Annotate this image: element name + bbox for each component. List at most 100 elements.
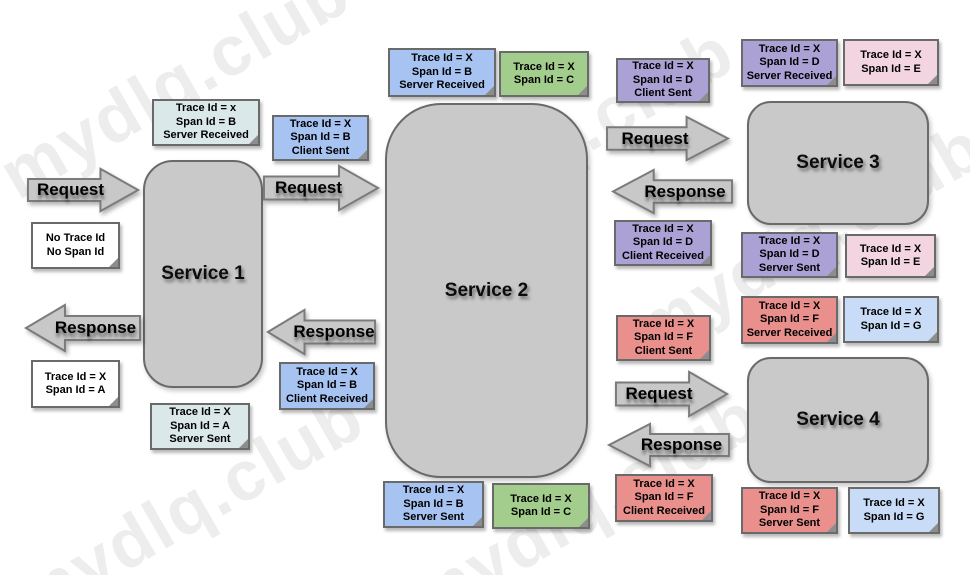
note-line: Span Id = F bbox=[760, 503, 819, 516]
note-line: Server Received bbox=[399, 79, 485, 92]
right-arrow-shape bbox=[615, 370, 729, 418]
note-line: Span Id = E bbox=[861, 62, 921, 75]
note-line: Trace Id = X bbox=[758, 234, 821, 247]
note-s4-server-sent: Trace Id = X Span Id = F Server Sent bbox=[741, 487, 838, 534]
note-line: Client Received bbox=[623, 504, 705, 517]
arrow-label: Request bbox=[36, 180, 105, 199]
note-line: Span Id = A bbox=[45, 384, 106, 396]
note-line: Client Sent bbox=[634, 344, 693, 357]
note-s4-span-g-bottom: Trace Id = X Span Id = G bbox=[848, 487, 940, 534]
note-line: Server Received bbox=[163, 129, 249, 142]
note-s4-server-received: Trace Id = X Span Id = F Server Received bbox=[741, 296, 838, 344]
note-line: Trace Id = X bbox=[632, 60, 694, 73]
note-line: Trace Id = X bbox=[633, 477, 695, 490]
arrow-label: Response bbox=[293, 322, 375, 341]
note-line: Client Sent bbox=[634, 87, 692, 100]
note-line: Trace Id = X bbox=[860, 49, 922, 61]
note-line: Span Id = C bbox=[513, 74, 575, 86]
arrow-label: Request bbox=[625, 384, 693, 403]
left-arrow-shape bbox=[607, 422, 730, 468]
note-s3-server-sent: Trace Id = X Span Id = D Server Sent bbox=[741, 232, 838, 278]
note-s2-client-sent-d: Trace Id = X Span Id = D Client Sent bbox=[616, 58, 710, 103]
note-s1-client-received: Trace Id = X Span Id = B Client Received bbox=[279, 362, 375, 410]
note-s3-span-e-top: Trace Id = X Span Id = E bbox=[843, 39, 939, 86]
arrow-request-s2-to-s4: Request bbox=[615, 370, 729, 418]
note-s3-server-received: Trace Id = X Span Id = D Server Received bbox=[741, 39, 838, 87]
note-line: Server Sent bbox=[402, 511, 465, 524]
note-s1-client-sent: Trace Id = X Span Id = B Client Sent bbox=[272, 115, 369, 161]
note-s2-client-received-d: Trace Id = X Span Id = D Client Received bbox=[614, 220, 712, 266]
note-line: Span Id = G bbox=[860, 319, 922, 332]
service-4-label: Service 4 bbox=[796, 409, 880, 430]
note-line: Trace Id = x bbox=[175, 102, 237, 115]
note-line: Span Id = A bbox=[170, 419, 230, 432]
arrow-label: Request bbox=[621, 128, 689, 148]
note-line: Span Id = D bbox=[632, 236, 694, 249]
note-line: Trace Id = X bbox=[632, 222, 694, 235]
note-s2-span-c-top: Trace Id = X Span Id = C bbox=[499, 51, 589, 97]
note-line: Server Sent bbox=[758, 517, 821, 530]
arrow-request-client-to-s1: Request bbox=[27, 167, 140, 213]
note-line: Client Received bbox=[622, 249, 704, 262]
note-line: Trace Id = X bbox=[632, 317, 695, 330]
note-s4-span-g-top: Trace Id = X Span Id = G bbox=[843, 296, 939, 343]
note-line: Trace Id = X bbox=[44, 370, 107, 383]
note-line: Server Received bbox=[746, 69, 833, 82]
note-s1-server-received: Trace Id = x Span Id = B Server Received bbox=[152, 99, 260, 146]
note-client-no-trace: No Trace Id No Span Id bbox=[31, 222, 120, 269]
arrow-response-s3-to-s2: Response bbox=[611, 168, 733, 215]
note-line: Trace Id = X bbox=[758, 490, 821, 503]
note-s1-server-sent: Trace Id = X Span Id = A Server Sent bbox=[150, 403, 250, 450]
arrow-request-s1-to-s2: Request bbox=[263, 164, 380, 212]
note-line: Span Id = B bbox=[175, 115, 237, 128]
note-line: Trace Id = X bbox=[758, 299, 821, 312]
arrow-label: Response bbox=[640, 435, 723, 454]
note-line: Span Id = B bbox=[403, 497, 464, 510]
service-3-box: Service 3 bbox=[747, 101, 929, 225]
note-line: Span Id = B bbox=[296, 379, 358, 392]
note-line: Trace Id = X bbox=[169, 406, 231, 419]
note-line: Trace Id = X bbox=[510, 492, 572, 505]
note-line: Span Id = F bbox=[760, 313, 819, 326]
note-line: Span Id = B bbox=[290, 131, 351, 144]
note-line: Span Id = F bbox=[634, 331, 693, 344]
note-line: Trace Id = X bbox=[402, 484, 465, 497]
note-line: Trace Id = X bbox=[411, 52, 473, 65]
note-line: Span Id = C bbox=[510, 506, 572, 518]
left-arrow-shape bbox=[266, 308, 376, 356]
arrow-response-s2-to-s1: Response bbox=[266, 308, 376, 356]
note-line: Server Received bbox=[746, 326, 833, 339]
note-line: No Trace Id bbox=[45, 232, 106, 244]
note-line: Span Id = F bbox=[634, 491, 694, 504]
service-2-label: Service 2 bbox=[444, 279, 529, 301]
note-line: Span Id = B bbox=[411, 65, 473, 78]
note-line: Span Id = D bbox=[632, 73, 694, 86]
right-arrow-shape bbox=[606, 115, 730, 162]
arrow-label: Response bbox=[644, 181, 726, 201]
note-s3-span-e-bottom: Trace Id = X Span Id = E bbox=[845, 234, 936, 278]
note-s2-client-received-f: Trace Id = X Span Id = F Client Received bbox=[615, 474, 713, 522]
note-s2-server-received: Trace Id = X Span Id = B Server Received bbox=[388, 48, 496, 97]
right-arrow-shape bbox=[27, 167, 140, 213]
note-line: Trace Id = X bbox=[863, 497, 925, 509]
note-line: Span Id = D bbox=[759, 248, 820, 261]
arrow-label: Request bbox=[274, 178, 343, 197]
note-line: Server Sent bbox=[758, 261, 821, 274]
note-line: Client Received bbox=[286, 392, 368, 405]
service-1-box: Service 1 bbox=[143, 160, 263, 388]
note-line: Span Id = D bbox=[759, 56, 820, 69]
note-line: Server Sent bbox=[169, 433, 231, 446]
note-line: Span Id = G bbox=[863, 510, 925, 523]
service-4-box: Service 4 bbox=[747, 357, 929, 483]
service-3-label: Service 3 bbox=[796, 152, 880, 173]
note-line: Trace Id = X bbox=[513, 60, 575, 73]
left-arrow-shape bbox=[24, 303, 141, 353]
note-client-response-trace: Trace Id = X Span Id = A bbox=[31, 360, 120, 408]
left-arrow-shape bbox=[611, 168, 733, 215]
note-s2-server-sent: Trace Id = X Span Id = B Server Sent bbox=[383, 481, 484, 528]
note-line: Trace Id = X bbox=[860, 306, 922, 318]
note-line: Span Id = E bbox=[860, 256, 921, 268]
note-line: No Span Id bbox=[46, 245, 105, 258]
arrow-request-s2-to-s3: Request bbox=[606, 115, 730, 162]
